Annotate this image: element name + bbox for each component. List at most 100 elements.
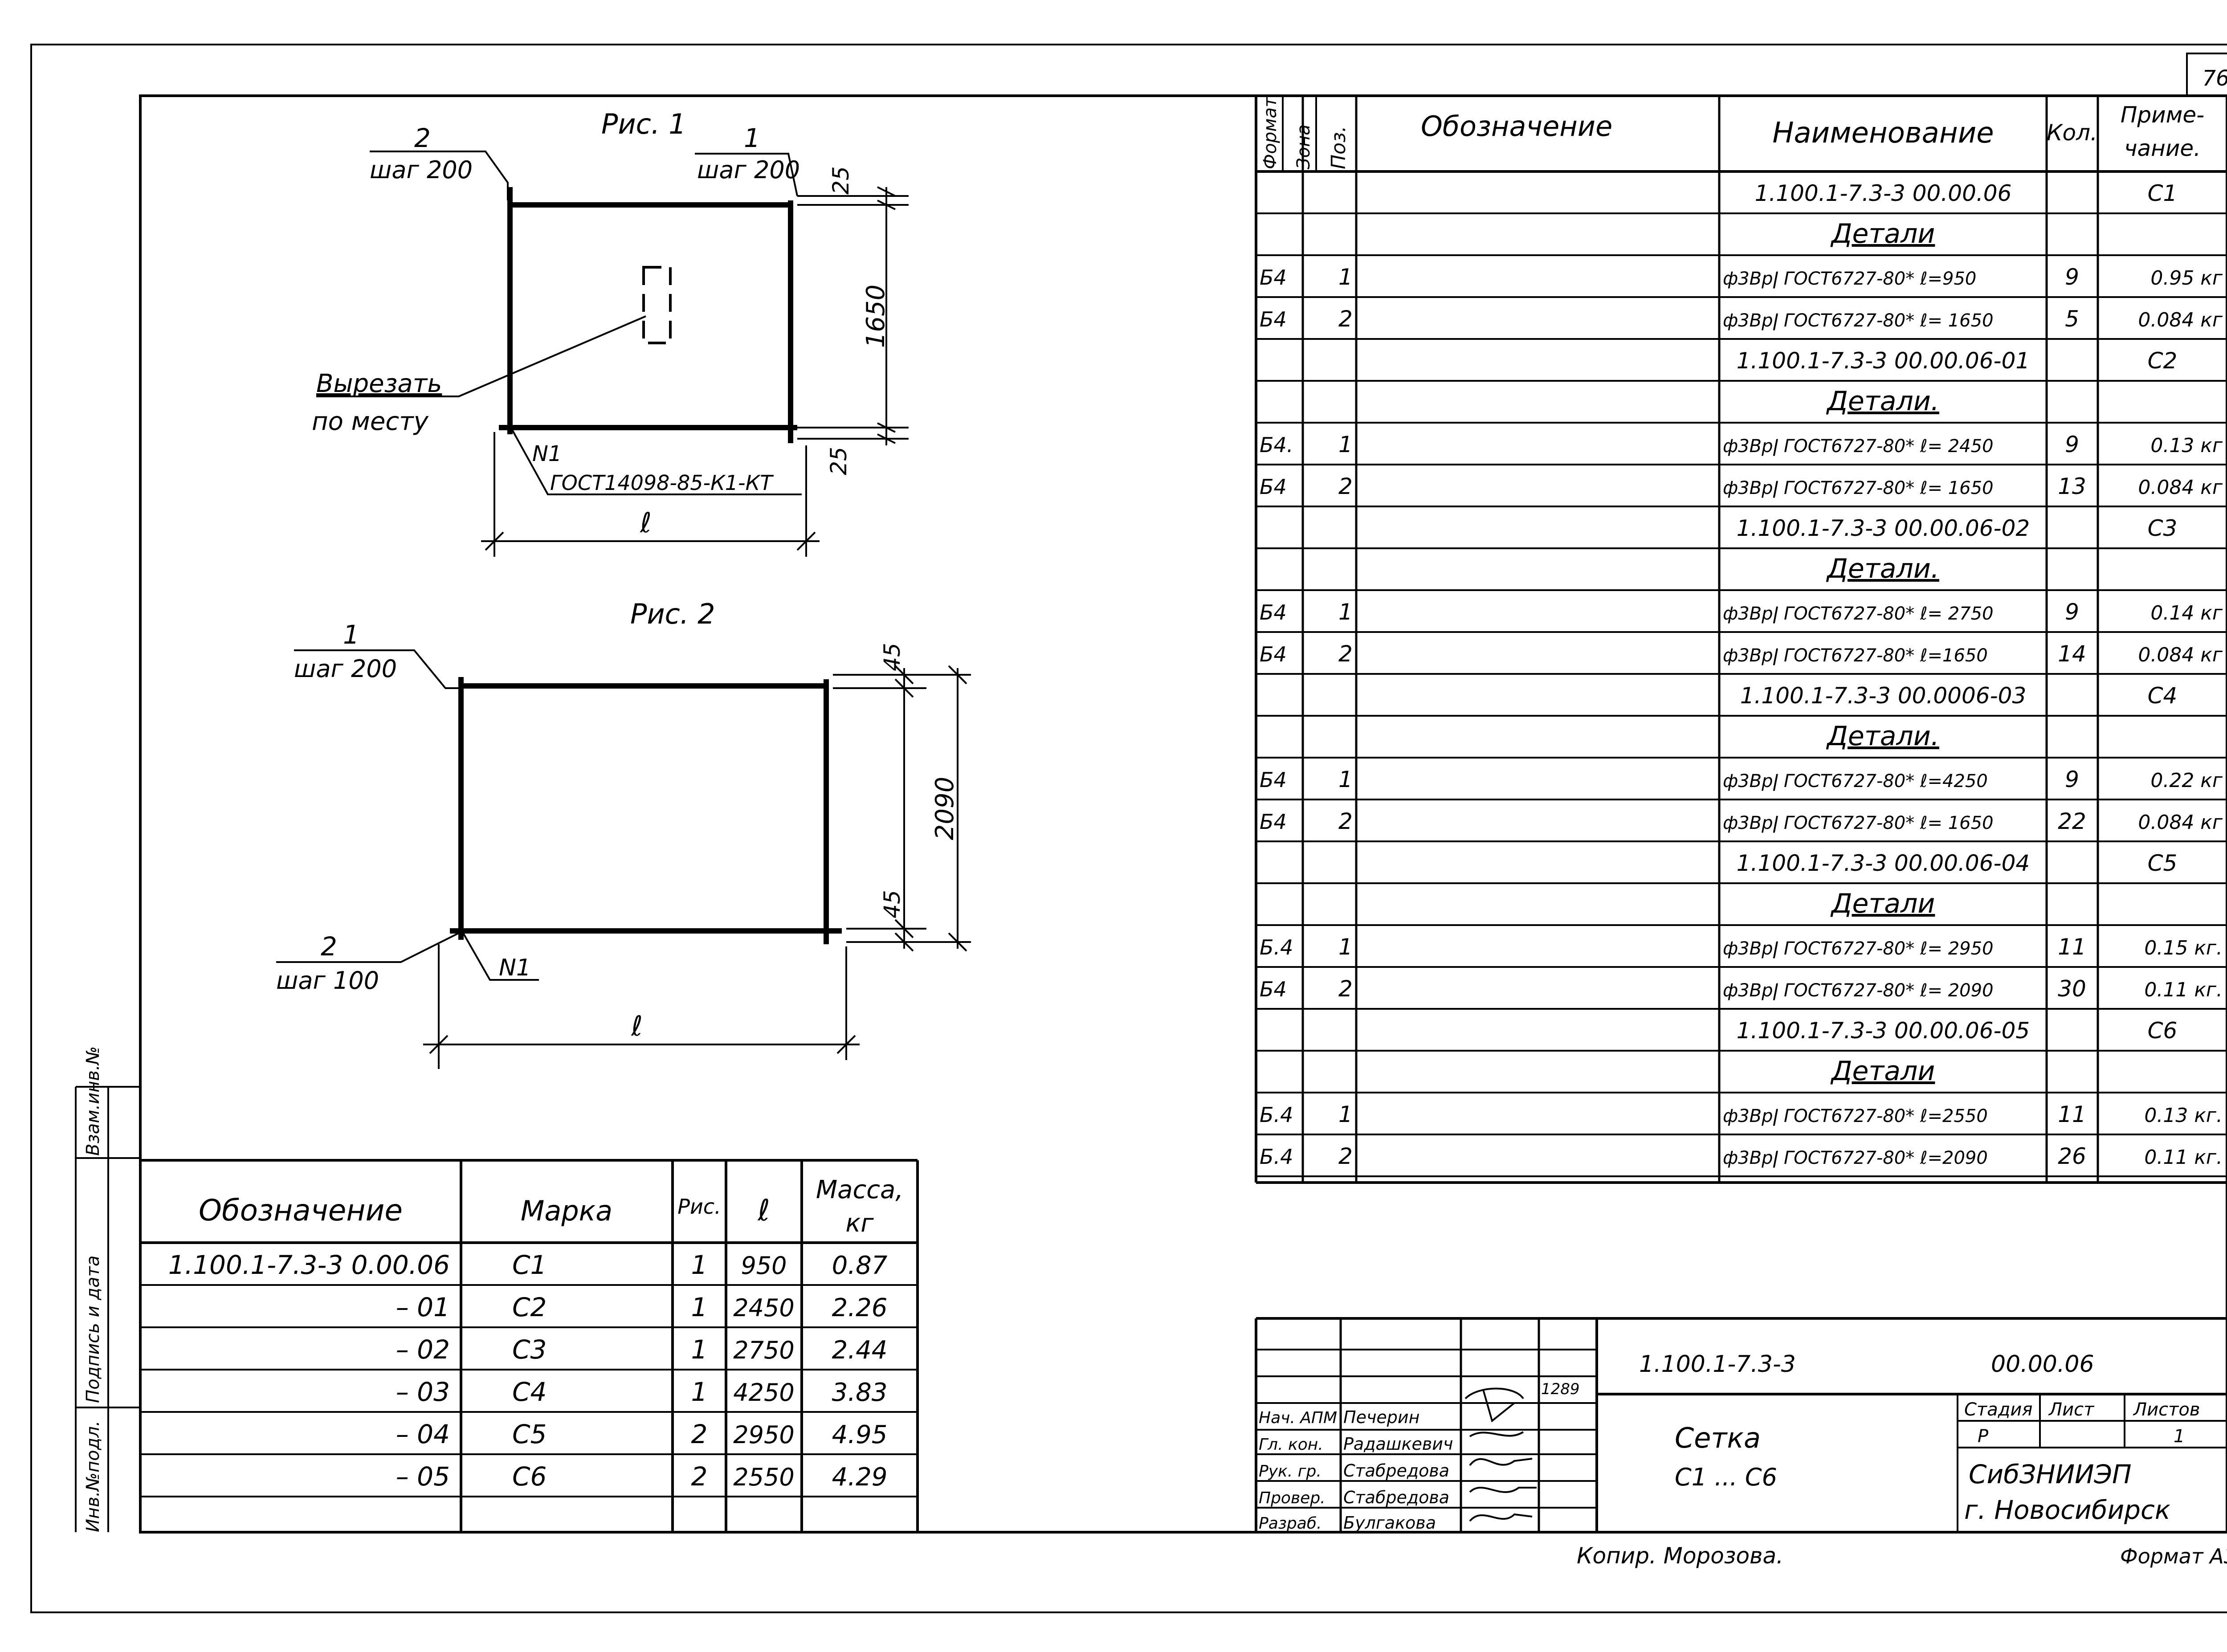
fig2-weld-leader (462, 933, 539, 981)
title-sheet-label: Лист (2048, 1399, 2095, 1420)
page-number-box: 76 (2186, 53, 2227, 96)
spec-header-format: Формат (1260, 96, 1281, 169)
fig2-callout-top-step: шаг 200 (294, 655, 397, 683)
fig1-cut-note-1: Вырезать (316, 369, 442, 398)
spec-cell-pos: 2 (1338, 306, 1353, 332)
title-block: 1289 1.100.1-7.3-3 00.00.06 Сетка С1 ...… (1255, 1317, 2227, 1533)
spec-cell-pos: 1 (1338, 432, 1353, 457)
spec-cell-note: 0.084 кг (2138, 811, 2223, 834)
spec-cell-qty: 22 (2058, 808, 2086, 834)
spec-cell-qty: 9 (2065, 599, 2079, 625)
spec-header-designation: Обозначение (1421, 110, 1612, 143)
spec-doc-designation: 1.100.1-7.3-3 00.00.06-02 (1737, 515, 2030, 541)
spec-cell-name: ф3Врǀ ГОСТ6727-80* ℓ= 1650 (1723, 310, 1994, 331)
title-name-2: С1 ... С6 (1675, 1463, 1777, 1491)
spec-section-title: Детали (1830, 1056, 1935, 1087)
spec-cell-qty: 26 (2058, 1143, 2086, 1169)
fig1-weld-standard: ГОСТ14098-85-К1-КТ (550, 471, 774, 495)
fig1-callout-left-leader (370, 151, 509, 200)
spec-cell-pos: 2 (1338, 1143, 1353, 1169)
spec-doc-designation: 1.100.1-7.3-3 00.00.06-01 (1737, 348, 2030, 374)
spec-doc-mark: С4 (2148, 683, 2178, 709)
signer-role: Гл. кон. (1259, 1436, 1323, 1454)
fig1-length-ticks (485, 531, 816, 551)
spec-cell-name: ф3Врǀ ГОСТ6727-80* ℓ=2090 (1723, 1148, 1988, 1168)
spec-cell-format: Б4 (1260, 768, 1287, 792)
stamp-replacement-inv: Взам.инв.№ (83, 1046, 103, 1156)
title-org-1: СибЗНИИЭП (1969, 1459, 2132, 1489)
spec-cell-qty: 11 (2058, 934, 2086, 960)
mass-cell-length: 2950 (733, 1421, 794, 1449)
spec-cell-name: ф3Врǀ ГОСТ6727-80* ℓ= 1650 (1723, 478, 1994, 498)
title-sheets-label: Листов (2133, 1399, 2200, 1420)
spec-cell-name: ф3Врǀ ГОСТ6727-80* ℓ=4250 (1723, 771, 1988, 791)
spec-cell-pos: 2 (1338, 641, 1353, 667)
mass-cell-mark: С5 (512, 1419, 547, 1449)
mass-cell-mark: С4 (512, 1377, 547, 1407)
figure-2: Рис. 2 1 шаг 200 2 шаг 100 45 2090 45 N1… (276, 598, 971, 1069)
mass-header-designation: Обозначение (199, 1193, 403, 1228)
spec-cell-pos: 1 (1338, 264, 1353, 290)
title-stage-label: Стадия (1964, 1399, 2032, 1420)
signer-role: Провер. (1259, 1489, 1326, 1507)
spec-header-qty: Кол. (2047, 120, 2097, 146)
mass-header-mark: Марка (521, 1195, 612, 1227)
spec-cell-qty: 9 (2065, 264, 2079, 290)
signer-role: Нач. АПМ (1259, 1409, 1337, 1427)
fig2-length-ticks (429, 1035, 856, 1054)
mass-cell-fig: 1 (691, 1377, 708, 1407)
spec-cell-format: Б.4 (1260, 1103, 1293, 1127)
mass-cell-length: 4250 (733, 1379, 794, 1407)
spec-table-header: Формат Зона Поз. Обозначение Наименовани… (1260, 96, 2204, 169)
spec-cell-format: Б4 (1260, 600, 1287, 624)
spec-cell-note: 0.084 кг (2138, 644, 2223, 666)
spec-cell-pos: 1 (1338, 1101, 1353, 1127)
fig2-callout-top-leader (294, 649, 459, 689)
spec-cell-name: ф3Врǀ ГОСТ6727-80* ℓ= 2090 (1723, 980, 1994, 1001)
mass-cell-designation: – 01 (396, 1292, 450, 1322)
spec-cell-qty: 13 (2058, 473, 2086, 499)
title-name-1: Сетка (1675, 1422, 1761, 1454)
spec-doc-mark: С3 (2148, 515, 2178, 541)
fig2-length-dim (423, 944, 860, 1069)
spec-cell-name: ф3Врǀ ГОСТ6727-80* ℓ=1650 (1723, 645, 1988, 666)
fig1-cut-note-2: по месту (312, 407, 429, 436)
mass-cell-designation: 1.100.1-7.3-3 0.00.06 (168, 1250, 450, 1280)
mass-cell-mass: 3.83 (832, 1378, 888, 1407)
fig1-callout-right-step: шаг 200 (697, 156, 800, 184)
outer-frame (30, 44, 2227, 1613)
spec-cell-format: Б.4 (1260, 935, 1293, 959)
spec-cell-name: ф3Врǀ ГОСТ6727-80* ℓ= 1650 (1723, 813, 1994, 833)
figure-1: Рис. 1 2 шаг 200 1 шаг 200 25 1650 25 Вы… (312, 108, 909, 557)
spec-cell-qty: 11 (2058, 1101, 2086, 1127)
spec-header-note-2: чание. (2124, 135, 2201, 161)
spec-cell-qty: 9 (2065, 767, 2079, 792)
fig1-weld-mark: N1 (532, 441, 562, 466)
spec-cell-name: ф3Врǀ ГОСТ6727-80* ℓ=950 (1723, 269, 1976, 289)
mass-cell-length: 2750 (733, 1336, 794, 1364)
mass-table-header: Обозначение Марка Рис. ℓ Масса, кг (199, 1175, 903, 1238)
spec-cell-note: 0.14 кг (2150, 602, 2223, 624)
spec-cell-name: ф3Врǀ ГОСТ6727-80* ℓ= 2450 (1723, 436, 1994, 457)
fig1-horizontal-bars (499, 202, 797, 430)
fig2-callout-bottom-num: 2 (321, 931, 337, 962)
spec-cell-note: 0.13 кг (2150, 434, 2223, 457)
fig1-vertical-bars (507, 187, 793, 443)
spec-cell-pos: 2 (1338, 976, 1353, 1002)
spec-cell-format: Б4. (1260, 433, 1293, 457)
spec-section-title: Детали. (1826, 386, 1939, 417)
fig1-length-label: ℓ (640, 506, 652, 539)
mass-cell-designation: – 03 (396, 1377, 450, 1407)
mass-cell-mass: 4.29 (832, 1463, 888, 1492)
mass-cell-mass: 0.87 (832, 1251, 888, 1280)
spec-doc-mark: С5 (2148, 850, 2178, 876)
mass-cell-fig: 2 (691, 1461, 708, 1492)
fig1-cut-leader (316, 315, 646, 397)
spec-doc-mark: С2 (2148, 348, 2178, 374)
spec-cell-qty: 14 (2058, 641, 2086, 667)
spec-cell-qty: 9 (2065, 432, 2079, 457)
spec-cell-qty: 5 (2065, 306, 2079, 332)
